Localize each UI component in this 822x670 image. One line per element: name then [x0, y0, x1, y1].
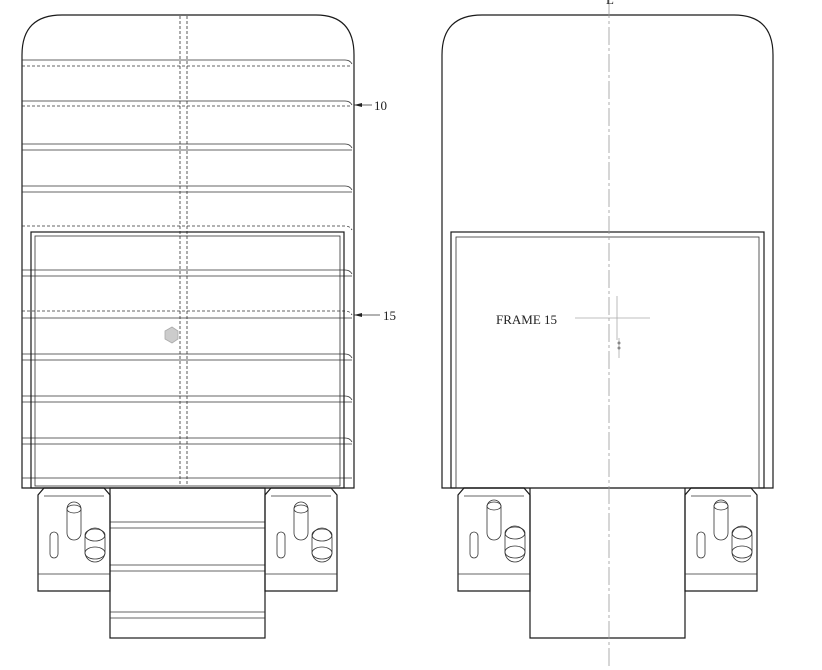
frame-label: FRAME 15	[496, 312, 557, 327]
right-foot-block-b	[684, 487, 758, 592]
left-foot-block-a	[37, 487, 111, 592]
right-bottom-extension	[529, 488, 686, 639]
stiffener-bands	[22, 59, 353, 479]
right-body-outline	[441, 14, 774, 489]
left-view: 10 15	[21, 14, 396, 639]
centerline-mark: L	[606, 0, 614, 7]
right-inner-frame	[450, 231, 765, 489]
left-bottom-extension	[109, 487, 266, 639]
hex-marker	[164, 326, 179, 344]
callout-15-label: 15	[383, 308, 396, 323]
right-view: L FRAME 15	[441, 0, 774, 668]
left-foot-block-b	[264, 487, 338, 592]
left-body-outline	[21, 14, 355, 489]
callout-10-label: 10	[374, 98, 387, 113]
right-foot-block-a	[457, 487, 531, 592]
